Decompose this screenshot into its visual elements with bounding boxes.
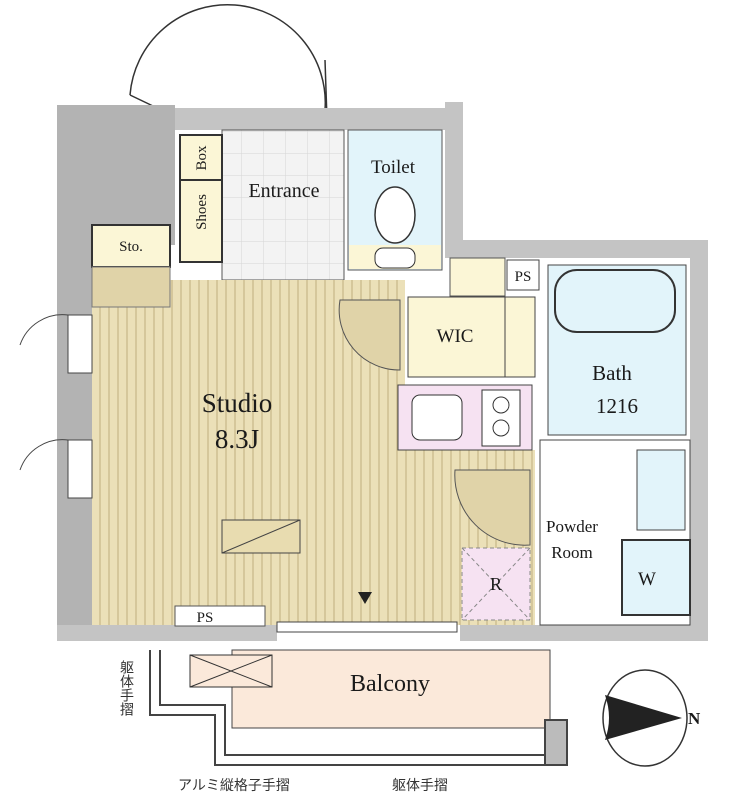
windows bbox=[19, 314, 458, 633]
label-powder: Powder bbox=[546, 517, 598, 536]
label-bath: Bath bbox=[592, 361, 632, 385]
sink-icon bbox=[411, 394, 463, 441]
compass: N bbox=[602, 669, 701, 767]
label-toilet: Toilet bbox=[371, 157, 416, 178]
walls bbox=[57, 102, 708, 641]
shoes-box bbox=[179, 134, 223, 263]
balcony-floor bbox=[231, 649, 551, 729]
label-entrance: Entrance bbox=[248, 180, 319, 202]
label-bath-size: 1216 bbox=[596, 394, 638, 418]
north-arrow-icon bbox=[605, 695, 682, 740]
label-concrete-railing: 躯体手摺 bbox=[392, 778, 448, 794]
label-washer: W bbox=[638, 569, 656, 590]
label-shoes-box-bottom: Shoes bbox=[194, 194, 210, 230]
balcony-door-marker bbox=[358, 592, 372, 604]
label-refrigerator: R bbox=[490, 574, 502, 594]
north-label: N bbox=[688, 709, 701, 728]
label-room: Room bbox=[551, 543, 593, 562]
entrance-floor bbox=[221, 129, 345, 281]
washer-space bbox=[621, 539, 691, 616]
ps-shaft-top bbox=[506, 259, 540, 291]
balcony-railing bbox=[149, 650, 568, 766]
label-aluminum-railing: アルミ縦格子手摺 bbox=[178, 778, 290, 794]
label-ps-bottom: PS bbox=[197, 610, 214, 626]
label-shoes-box-top: Box bbox=[194, 145, 210, 171]
entry-door bbox=[129, 3, 328, 121]
label-ps-top: PS bbox=[515, 269, 532, 285]
wic bbox=[407, 296, 506, 378]
vanity bbox=[636, 449, 686, 531]
label-left-railing: 躯体手摺 bbox=[118, 660, 134, 716]
bathtub-icon bbox=[554, 269, 676, 333]
label-storage: Sto. bbox=[119, 239, 143, 255]
label-wic: WIC bbox=[437, 326, 474, 347]
stove-icon bbox=[481, 389, 521, 447]
toilet-icon bbox=[374, 186, 416, 244]
label-balcony: Balcony bbox=[350, 671, 430, 697]
label-studio: Studio bbox=[202, 388, 273, 418]
label-studio-size: 8.3J bbox=[215, 424, 259, 454]
ps-shaft-bottom bbox=[174, 605, 266, 627]
